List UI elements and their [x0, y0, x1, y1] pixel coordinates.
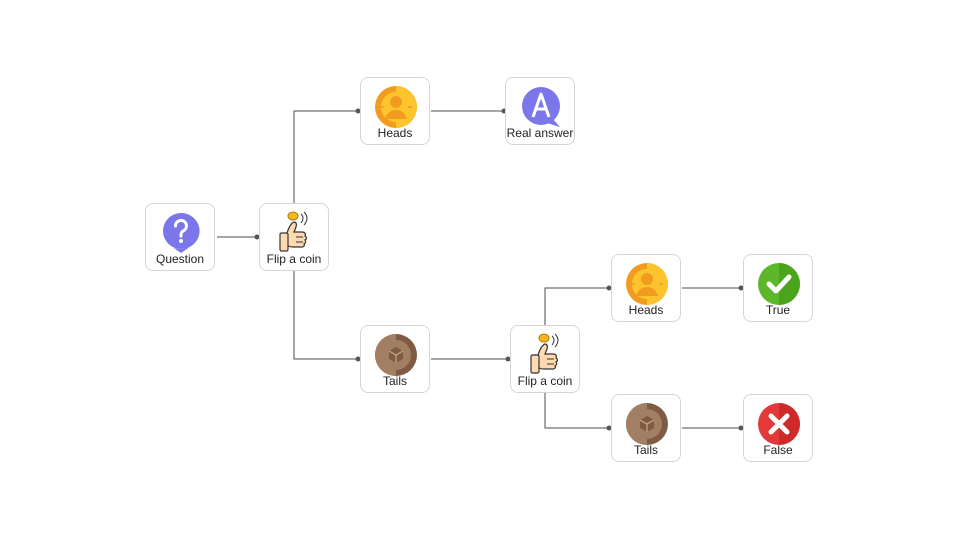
letter-a-speech-bubble-icon [522, 87, 560, 127]
edge-flip2-to-tails2 [544, 393, 612, 431]
node-tails[interactable]: Tails [611, 394, 681, 462]
node-label: True [765, 303, 791, 317]
node-heads[interactable]: Heads [611, 254, 681, 322]
edge-heads2-to-true [682, 285, 744, 291]
node-label: False [763, 443, 793, 457]
node-label: Flip a coin [266, 252, 322, 266]
edge-flip1-to-tails1 [293, 271, 361, 362]
green-check-icon [758, 263, 800, 305]
node-flip-a-coin[interactable]: Flip a coin [510, 325, 580, 393]
edge-flip1-to-heads1 [293, 108, 361, 203]
node-question[interactable]: Question [145, 203, 215, 271]
node-label: Question [155, 252, 205, 266]
gold-coin-heads-icon [626, 263, 668, 305]
edge-tails1-to-flip2 [431, 356, 511, 362]
node-tails[interactable]: Tails [360, 325, 430, 393]
edge-flip2-to-heads2 [544, 285, 612, 325]
thumb-flipping-coin-icon [279, 211, 308, 252]
node-heads[interactable]: Heads [360, 77, 430, 145]
edge-tails2-to-false [682, 425, 744, 431]
edge-question-to-flip1 [217, 234, 260, 240]
question-speech-bubble-icon [163, 213, 200, 253]
node-label: Tails [382, 374, 407, 388]
node-label: Flip a coin [517, 374, 573, 388]
bronze-coin-tails-icon [626, 403, 668, 445]
thumb-flipping-coin-icon [530, 333, 559, 374]
node-label: Heads [377, 126, 413, 140]
node-false[interactable]: False [743, 394, 813, 462]
node-label: Heads [628, 303, 664, 317]
gold-coin-heads-icon [375, 86, 417, 128]
node-flip-a-coin[interactable]: Flip a coin [259, 203, 329, 271]
edge-heads1-to-real-answer [431, 108, 507, 114]
bronze-coin-tails-icon [375, 334, 417, 376]
node-label: Real answer [506, 126, 574, 140]
red-cross-icon [758, 403, 800, 445]
node-label: Tails [633, 443, 658, 457]
node-true[interactable]: True [743, 254, 813, 322]
node-real-answer[interactable]: Real answer [505, 77, 575, 145]
